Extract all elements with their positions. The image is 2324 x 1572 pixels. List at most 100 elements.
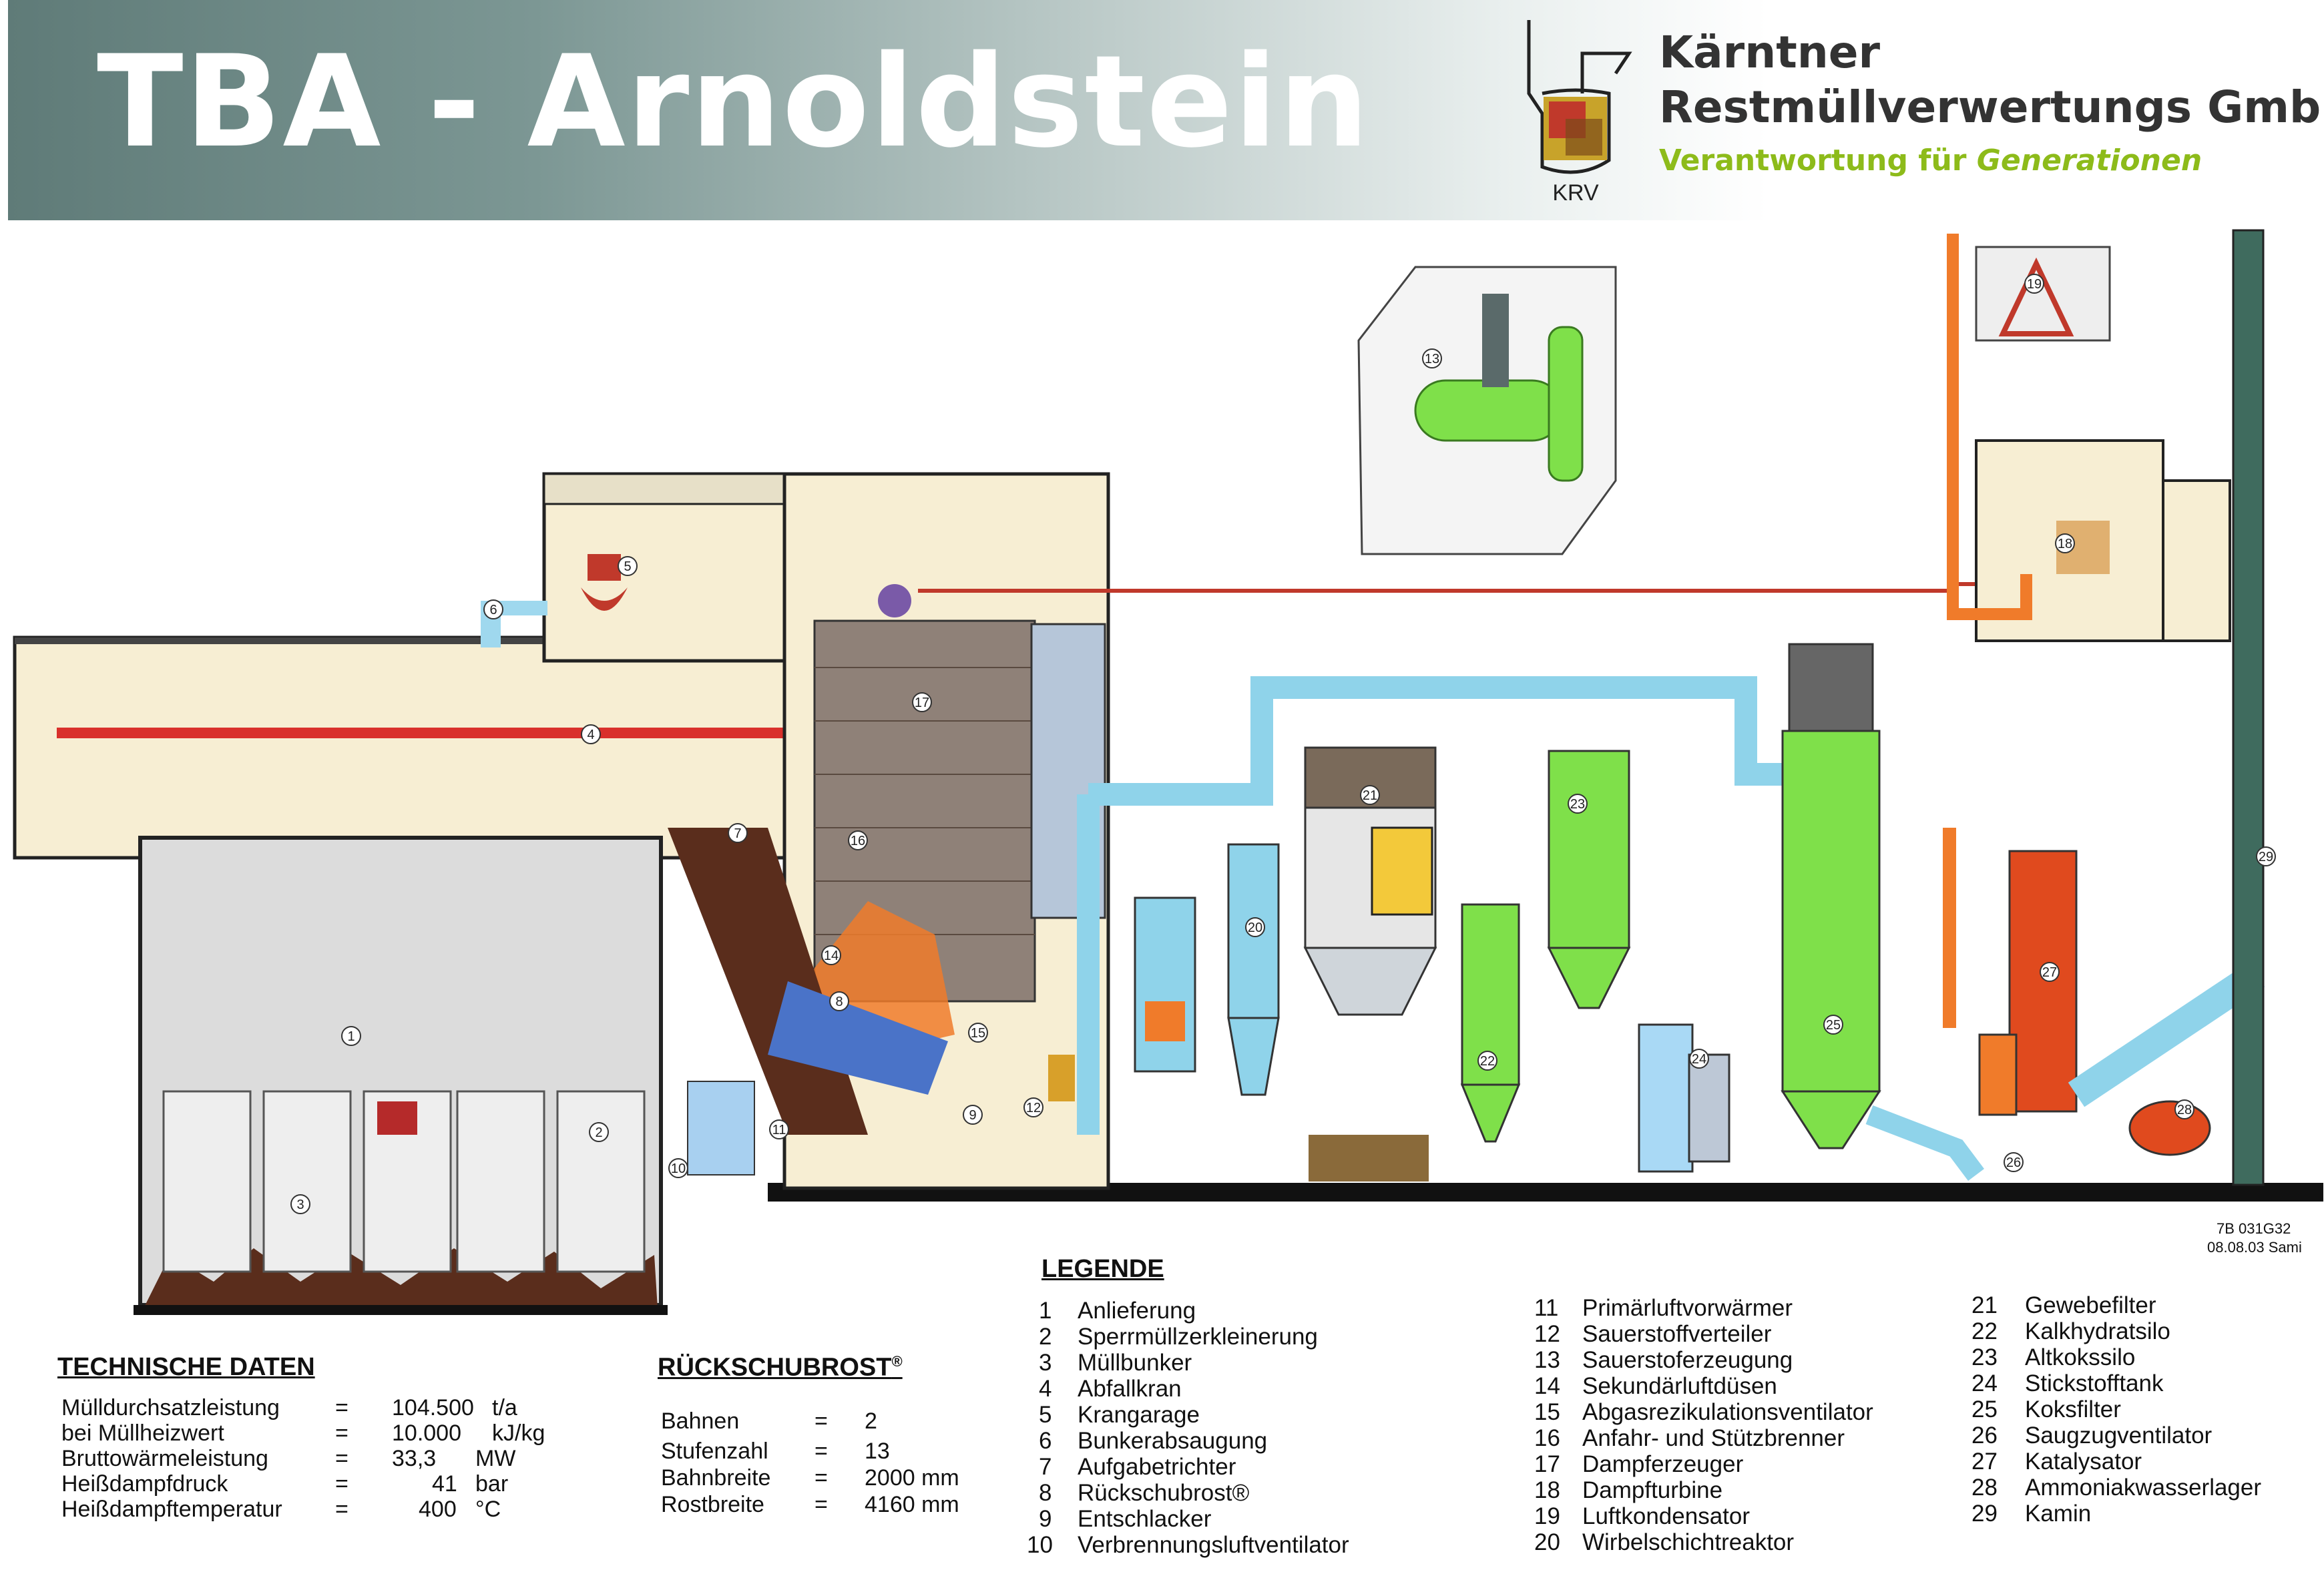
legend-text: Sperrmüllzerkleinerung xyxy=(1078,1324,1318,1350)
svg-text:1: 1 xyxy=(347,1029,355,1044)
legend-text: Stickstofftank xyxy=(2025,1370,2164,1396)
legend-text: Gewebefilter xyxy=(2025,1292,2156,1318)
marker-7: 7 xyxy=(728,823,748,843)
svg-text:13: 13 xyxy=(1425,352,1439,366)
legend-num: 22 xyxy=(1971,1318,1998,1344)
legend-text: Krangarage xyxy=(1078,1402,1200,1428)
legend-text: Entschlacker xyxy=(1078,1506,1212,1532)
legend-text: Abgasrezikulationsventilator xyxy=(1582,1399,1873,1425)
svg-text:3: 3 xyxy=(296,1198,304,1212)
tech-value: 10.000 xyxy=(392,1420,461,1446)
legend-text: Bunkerabsaugung xyxy=(1078,1428,1268,1454)
header-banner xyxy=(8,0,1768,220)
tech-row: Bruttowärmeleistung = 33,3 MW xyxy=(61,1446,569,1471)
plant-diagram: 1 2 3 4 5 6 7 8 9 10 11 12 13 14 15 16 1… xyxy=(13,229,2323,1315)
rost-eq: = xyxy=(815,1408,828,1434)
tech-eq: = xyxy=(335,1420,348,1446)
svg-text:29: 29 xyxy=(2259,850,2273,864)
marker-13: 13 xyxy=(1422,348,1442,368)
legend-num: 2 xyxy=(1039,1324,1052,1350)
legend-num: 4 xyxy=(1039,1376,1052,1402)
svg-text:2: 2 xyxy=(595,1125,602,1140)
turbine-house xyxy=(1947,234,2231,642)
legend-num: 3 xyxy=(1039,1350,1052,1376)
legend-text: Anlieferung xyxy=(1078,1298,1196,1324)
rost-value: 13 xyxy=(865,1438,890,1464)
marker-4: 4 xyxy=(581,724,601,744)
legend-num: 13 xyxy=(1534,1347,1560,1373)
legend-num: 7 xyxy=(1039,1454,1052,1480)
marker-25: 25 xyxy=(1823,1015,1843,1035)
legend-num: 8 xyxy=(1039,1480,1052,1506)
tech-eq: = xyxy=(335,1497,348,1522)
marker-6: 6 xyxy=(483,599,503,619)
stack xyxy=(2232,229,2265,1186)
marker-29: 29 xyxy=(2256,846,2276,866)
marker-27: 27 xyxy=(2040,962,2060,982)
svg-text:23: 23 xyxy=(1570,797,1585,812)
legend-num: 1 xyxy=(1039,1298,1052,1324)
tech-row: Mülldurchsatzleistung = 104.500 t/a xyxy=(61,1395,569,1420)
rost-eq: = xyxy=(815,1465,828,1491)
legend-text: Wirbelschichtreaktor xyxy=(1582,1529,1795,1555)
tech-value: 41 xyxy=(432,1471,457,1497)
tech-unit: kJ/kg xyxy=(492,1420,545,1446)
marker-28: 28 xyxy=(2174,1099,2194,1119)
rost-value: 2 xyxy=(865,1408,877,1434)
legend-text: Abfallkran xyxy=(1078,1376,1182,1402)
legend-text: Müllbunker xyxy=(1078,1350,1192,1376)
svg-text:7: 7 xyxy=(734,826,741,841)
rueckschubrost-heading: RÜCKSCHUBROST® xyxy=(658,1353,903,1382)
tech-label: bei Müllheizwert xyxy=(61,1420,224,1446)
slogan: Verantwortung für Generationen xyxy=(1659,144,2202,178)
tech-label: Bruttowärmeleistung xyxy=(61,1446,268,1471)
svg-text:15: 15 xyxy=(971,1026,985,1041)
silos xyxy=(1460,750,1730,1173)
legend-text: Altkokssilo xyxy=(2025,1344,2136,1370)
tech-row: Heißdampfdruck = 41 bar xyxy=(61,1471,569,1497)
legend-num: 10 xyxy=(1027,1532,1053,1558)
legend-num: 5 xyxy=(1039,1402,1052,1428)
rost-label: Stufenzahl xyxy=(661,1438,768,1464)
drawing-number: 7B 031G32 xyxy=(2217,1220,2291,1237)
marker-15: 15 xyxy=(968,1023,988,1043)
legend-text: Anfahr- und Stützbrenner xyxy=(1582,1425,1845,1451)
drawing-date: 08.08.03 Sami xyxy=(2207,1239,2302,1256)
svg-text:25: 25 xyxy=(1826,1018,1841,1033)
legend-text: Aufgabetrichter xyxy=(1078,1454,1236,1480)
svg-text:8: 8 xyxy=(835,995,843,1009)
krv-logo: KRV xyxy=(1527,20,1632,206)
marker-12: 12 xyxy=(1023,1097,1043,1117)
legend-text: Koksfilter xyxy=(2025,1396,2121,1422)
tech-value: 400 xyxy=(419,1497,457,1522)
legend-num: 14 xyxy=(1534,1373,1560,1399)
legend-text: Saugzugventilator xyxy=(2025,1422,2213,1449)
rost-row: Rostbreite = 4160 mm xyxy=(661,1492,995,1517)
svg-text:20: 20 xyxy=(1248,921,1262,935)
boiler-house xyxy=(668,472,1110,1190)
tech-eq: = xyxy=(335,1446,348,1471)
legend-num: 12 xyxy=(1534,1321,1560,1347)
legend-num: 16 xyxy=(1534,1425,1560,1451)
svg-text:11: 11 xyxy=(772,1123,786,1137)
marker-19: 19 xyxy=(2024,274,2044,294)
legend-num: 21 xyxy=(1971,1292,1998,1318)
svg-text:28: 28 xyxy=(2177,1103,2192,1117)
svg-text:26: 26 xyxy=(2006,1155,2021,1170)
rost-label: Bahnbreite xyxy=(661,1465,771,1491)
legend-num: 17 xyxy=(1534,1451,1560,1477)
marker-17: 17 xyxy=(912,692,932,712)
svg-text:16: 16 xyxy=(851,834,865,848)
logo-text: KRV xyxy=(1552,180,1599,206)
tech-unit: bar xyxy=(475,1471,509,1497)
legend-num: 29 xyxy=(1971,1501,1998,1527)
svg-text:9: 9 xyxy=(969,1108,976,1123)
tech-eq: = xyxy=(335,1395,348,1420)
legend-num: 19 xyxy=(1534,1503,1560,1529)
legend-text: Katalysator xyxy=(2025,1449,2142,1475)
marker-21: 21 xyxy=(1360,785,1380,805)
tech-eq: = xyxy=(335,1471,348,1497)
slogan-prefix: Verantwortung für xyxy=(1659,144,1977,178)
flue-gas-duct xyxy=(1077,676,1803,1135)
tech-unit: °C xyxy=(475,1497,501,1522)
